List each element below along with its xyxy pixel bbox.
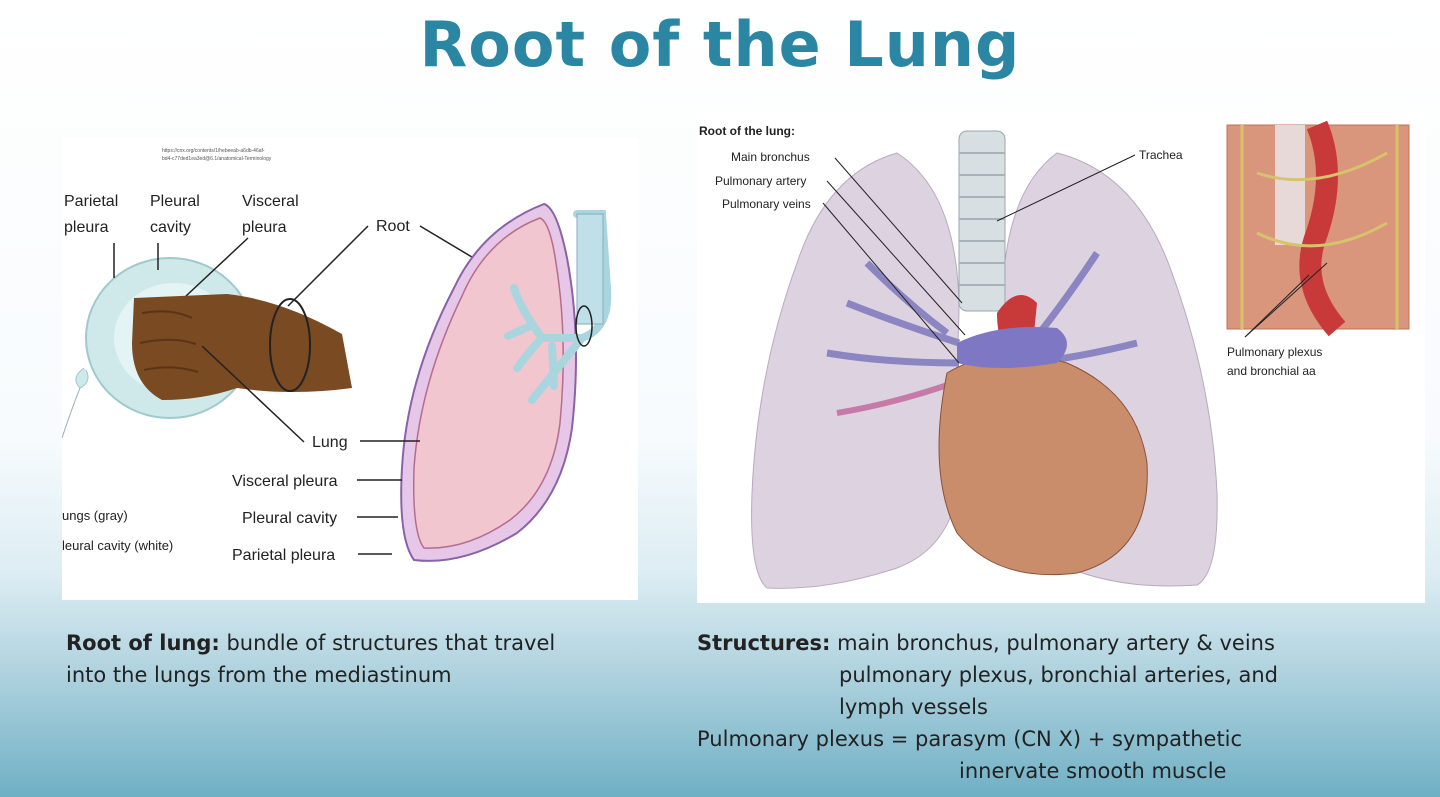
label-parietal-pleura: Parietal pleura: [232, 547, 335, 564]
label-plexus-1: Pulmonary plexus: [1227, 345, 1322, 359]
figure-heading: Root of the lung:: [699, 124, 795, 138]
label-lungs-gray: ungs (gray): [62, 508, 128, 523]
root-circle: [269, 298, 311, 392]
source-url-line2: bd4-c77ded1ea3ed@6.1/anatomical-Terminol…: [162, 156, 272, 162]
label-plexus-2: and bronchial aa: [1227, 364, 1316, 378]
label-main-bronchus: Main bronchus: [731, 150, 810, 164]
label-pleural-cavity-top-2: cavity: [150, 219, 191, 236]
caption-right-line2: pulmonary plexus, bronchial arteries, an…: [839, 663, 1279, 687]
netter-lung-illustration: Root of the lung: Main bronchus Pulmonar…: [699, 120, 1410, 589]
caption-right-line5: innervate smooth muscle: [959, 759, 1227, 783]
caption-left-line2: into the lungs from the mediastinum: [66, 663, 452, 687]
label-pleural-cavity-white: leural cavity (white): [62, 538, 173, 553]
balloon-knot: [75, 367, 89, 389]
balloon-string: [61, 387, 81, 439]
source-url-line1: https://cnx.org/contents/1/hebeeab-a6db-…: [162, 148, 265, 154]
label-trachea: Trachea: [1139, 148, 1183, 162]
caption-right-line1: main bronchus, pulmonary artery & veins: [830, 631, 1275, 655]
fist-icon: [132, 294, 352, 400]
label-pulmonary-artery: Pulmonary artery: [715, 174, 806, 188]
caption-left-term: Root of lung:: [66, 631, 220, 655]
bronchial-tree: [504, 210, 612, 404]
caption-right-term: Structures:: [697, 631, 831, 655]
caption-right-line3: lymph vessels: [839, 695, 988, 719]
label-pleural-cavity: Pleural cavity: [242, 510, 337, 527]
caption-left-text: bundle of structures that travel: [219, 631, 556, 655]
label-pulmonary-veins: Pulmonary veins: [722, 197, 811, 211]
label-visceral-pleura: Visceral pleura: [232, 473, 338, 490]
caption-root-of-lung: Root of lung: bundle of structures that …: [66, 627, 666, 691]
lung: [412, 217, 564, 549]
label-root: Root: [376, 218, 410, 235]
pulmonary-trunk: [957, 327, 1067, 368]
right-lung: [751, 152, 960, 589]
pleura-diagram-figure: https://cnx.org/contents/1/hebeeab-a6db-…: [61, 138, 638, 600]
caption-right-line4: Pulmonary plexus = parasym (CN X) + symp…: [697, 727, 1243, 751]
slide-title: Root of the Lung: [419, 8, 1021, 81]
label-pleural-cavity-top-1: Pleural: [150, 193, 200, 210]
netter-lung-figure: Root of the lung: Main bronchus Pulmonar…: [697, 113, 1425, 603]
caption-structures: Structures: main bronchus, pulmonary art…: [697, 627, 1417, 787]
label-visceral-pleura-top-2: pleura: [242, 219, 287, 236]
pulmonary-vessels: [826, 251, 1138, 367]
bronchus: [576, 213, 604, 325]
label-lung: Lung: [312, 434, 348, 451]
label-parietal-pleura-top-2: pleura: [64, 219, 109, 236]
label-parietal-pleura-top-1: Parietal: [64, 193, 118, 210]
label-visceral-pleura-top-1: Visceral: [242, 193, 299, 210]
pleura-diagram: https://cnx.org/contents/1/hebeeab-a6db-…: [61, 148, 612, 564]
